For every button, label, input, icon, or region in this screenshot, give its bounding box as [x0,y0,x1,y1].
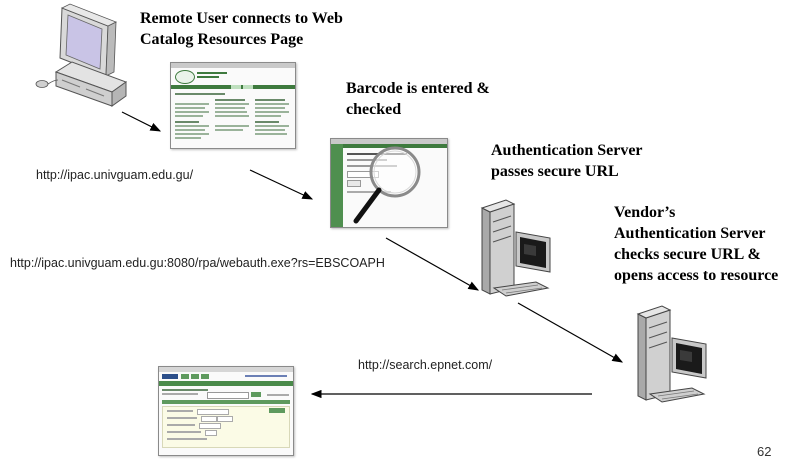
step4-line4: opens access to resource [614,267,779,284]
step2-line2: checked [346,101,402,118]
step1-line1: Remote User connects to Web [140,10,343,27]
catalog-url: http://ipac.univguam.edu.gu/ [36,168,194,182]
page-number: 62 [757,444,772,459]
step1-label: Remote User connects to Web Catalog Reso… [140,8,343,50]
step2-line1: Barcode is entered & [346,80,490,97]
arrow-computer-to-catalog [121,111,162,132]
step4-line1: Vendor’s [614,204,676,221]
arrow-authserver-to-vendor [517,302,624,363]
step4-line3: checks secure URL & [614,246,761,263]
step2-label: Barcode is entered & checked [346,78,490,120]
catalog-page-screenshot [170,62,296,149]
step1-line2: Catalog Resources Page [140,31,304,48]
arrow-catalog-to-barcode [249,169,314,200]
arrow-barcode-to-authserver [385,237,480,291]
step3-label: Authentication Server passes secure URL [491,140,643,182]
webauth-url: http://ipac.univguam.edu.gu:8080/rpa/web… [10,256,385,270]
ebsco-page-screenshot [158,366,294,456]
step4-label: Vendor’s Authentication Server checks se… [614,202,778,286]
vendor-url: http://search.epnet.com/ [358,358,493,372]
step3-line1: Authentication Server [491,142,643,159]
step4-line2: Authentication Server [614,225,766,242]
step3-line2: passes secure URL [491,163,619,180]
